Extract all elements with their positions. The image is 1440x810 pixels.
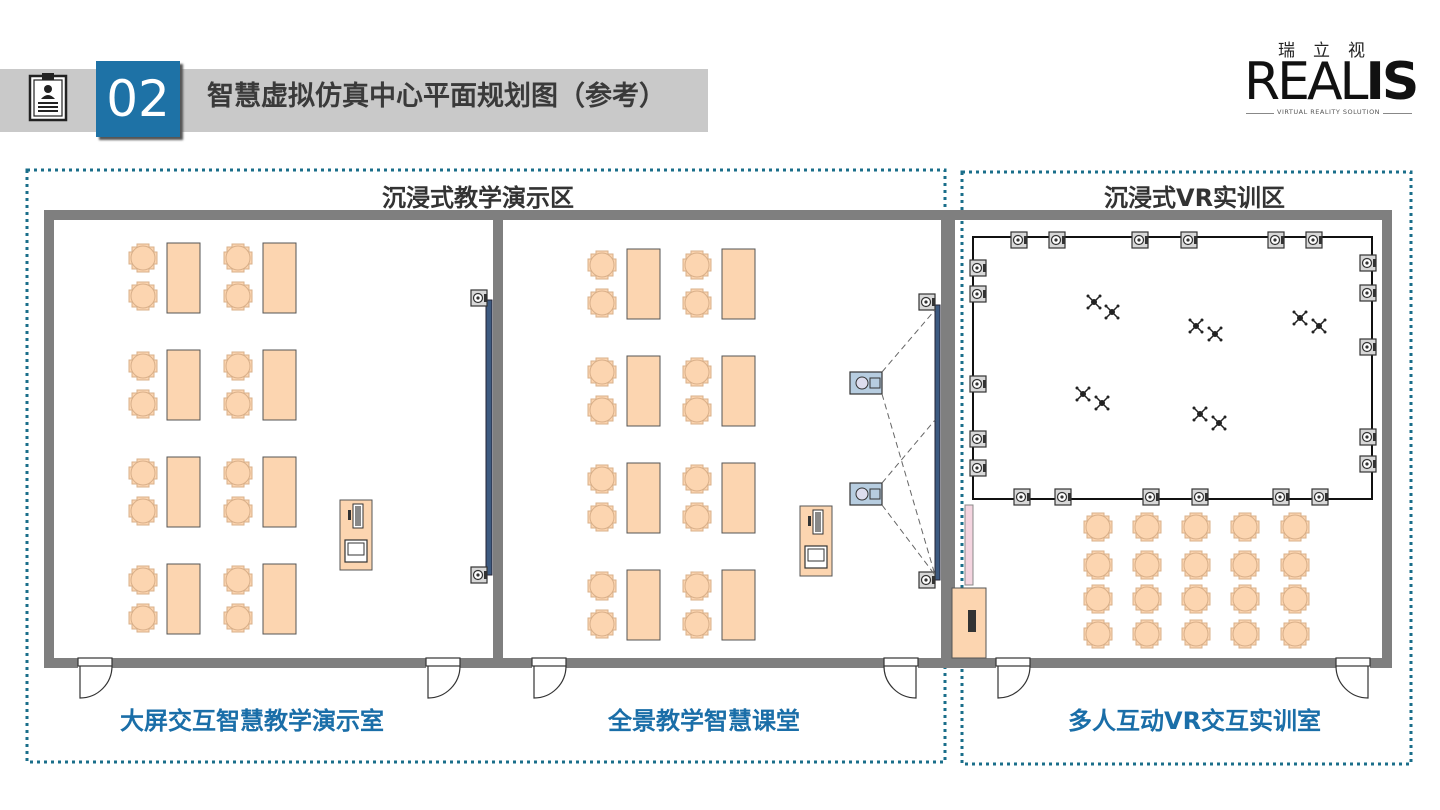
logo-chinese: 瑞立视 (1278, 41, 1383, 61)
zone-border-right (960, 170, 1413, 766)
logo-prefix: REAL (1244, 52, 1369, 112)
logo-suffix: IS (1365, 52, 1420, 112)
zone-label-right: 沉浸式VR实训区 (1104, 184, 1286, 212)
room2-furniture (587, 248, 941, 641)
document-user-icon (28, 73, 68, 122)
doors (77, 657, 1371, 699)
room3-furniture (951, 231, 1377, 659)
page-title: 智慧虚拟仿真中心平面规划图（参考） (207, 81, 666, 112)
room-label-2: 全景教学智慧课堂 (608, 707, 800, 735)
logo: REALIS (1244, 52, 1424, 112)
zone-label-left: 沉浸式教学演示区 (382, 184, 574, 212)
room1-furniture (128, 242, 493, 635)
logo-tagline: VIRTUAL REALITY SOLUTION (1274, 108, 1384, 116)
walls (44, 210, 1392, 668)
room-label-3: 多人互动VR交互实训室 (1068, 707, 1322, 735)
section-number: 02 (96, 61, 180, 137)
room-label-1: 大屏交互智慧教学演示室 (120, 707, 384, 735)
